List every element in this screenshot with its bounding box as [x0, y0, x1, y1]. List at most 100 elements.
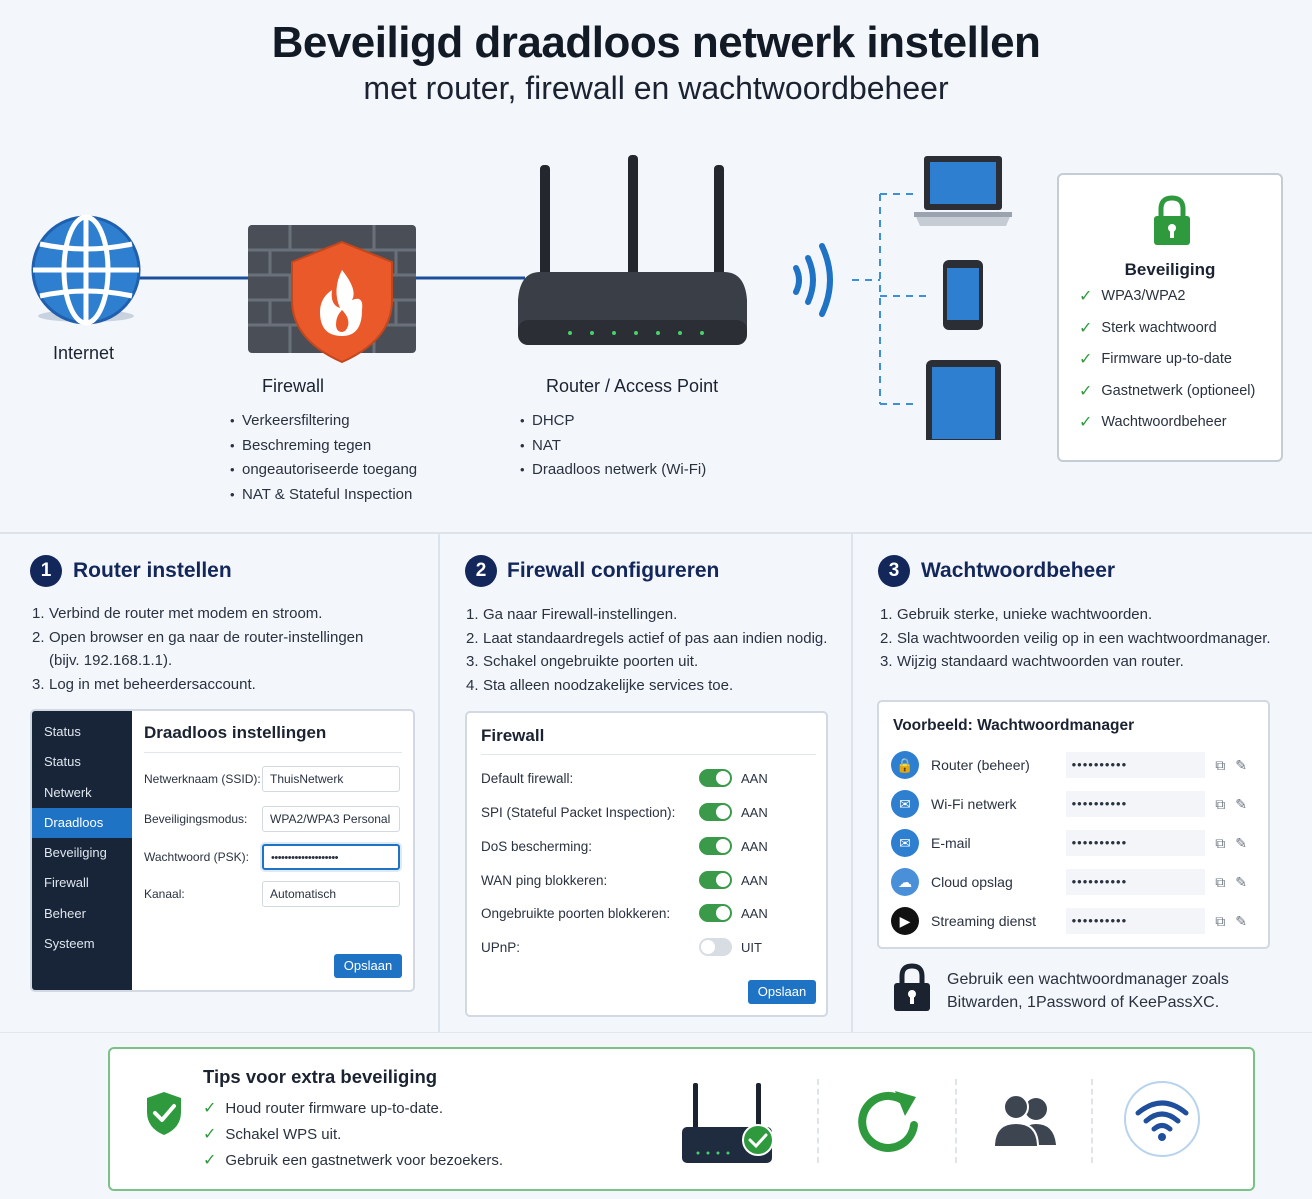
step-title: Firewall configureren — [507, 559, 720, 582]
tips-box: Tips voor extra beveiliging ✓Houd router… — [108, 1047, 1255, 1191]
step-badge: 1 — [30, 555, 62, 587]
list-item: NAT & Stateful Inspection — [230, 483, 417, 508]
upnp-row: UPnP: UIT — [481, 938, 762, 956]
shield-check-icon — [147, 1092, 181, 1135]
security-mode-row: Beveiligingsmodus: WPA2/WPA3 Personal — [144, 806, 400, 832]
list-item: 3.Wijzig standaard wachtwoorden van rout… — [880, 653, 1184, 670]
list-item: ✓Schakel WPS uit. — [203, 1126, 342, 1143]
router-settings-panel: Status Status Netwerk Draadloos Beveilig… — [30, 709, 415, 992]
nav-item-firewall[interactable]: Firewall — [44, 875, 89, 891]
wifi-icon — [1124, 1081, 1200, 1157]
password-entry-email[interactable]: ✉ E-mail •••••••••• ⧉✎ — [891, 826, 1257, 860]
password-entry-streaming[interactable]: ▶ Streaming dienst •••••••••• ⧉✎ — [891, 904, 1257, 938]
step-title: Router instellen — [73, 559, 232, 582]
network-diagram — [31, 155, 1012, 440]
list-item: NAT — [520, 434, 706, 459]
check-icon: ✓ — [1079, 288, 1093, 305]
password-input[interactable]: •••••••••••••••••••• — [262, 844, 400, 870]
toggle-switch[interactable] — [699, 938, 732, 956]
save-button[interactable]: Opslaan — [748, 980, 816, 1004]
step-list: 1.Ga naar Firewall-instellingen. 2.Laat … — [466, 603, 836, 697]
router-check-icon — [682, 1083, 774, 1163]
mail-icon: ✉ — [891, 829, 919, 857]
security-mode-select[interactable]: WPA2/WPA3 Personal — [262, 806, 400, 832]
lock-icon: 🔒 — [891, 751, 919, 779]
section-divider — [0, 1032, 1312, 1033]
divider — [817, 1079, 819, 1163]
list-item: ✓Firmware up-to-date — [1079, 351, 1232, 368]
check-icon: ✓ — [1079, 382, 1093, 400]
list-item: 1.Ga naar Firewall-instellingen. — [466, 606, 678, 623]
channel-row: Kanaal: Automatisch — [144, 881, 400, 907]
password-manager-note: Gebruik een wachtwoordmanager zoals Bitw… — [947, 971, 1229, 1011]
toggle-switch[interactable] — [699, 803, 732, 821]
password-row: Wachtwoord (PSK): •••••••••••••••••••• — [144, 844, 400, 870]
check-icon: ✓ — [203, 1126, 217, 1143]
list-item: 2.Open browser en ga naar de router-inst… — [32, 628, 364, 670]
security-items: ✓WPA3/WPA2 ✓Sterk wachtwoord ✓Firmware u… — [1079, 288, 1255, 446]
password-entry-router[interactable]: 🔒 Router (beheer) •••••••••• ⧉✎ — [891, 748, 1257, 782]
nav-item-beveiliging[interactable]: Beveiliging — [44, 845, 107, 861]
list-item: 1.Verbind de router met modem en stroom. — [32, 605, 323, 622]
nav-item-status-header[interactable]: Status — [44, 724, 81, 739]
router-icon — [518, 155, 747, 345]
security-title: Beveiliging — [1124, 260, 1216, 279]
copy-edit-icons[interactable]: ⧉✎ — [1215, 795, 1257, 812]
list-item: 4.Sta alleen noodzakelijke services toe. — [466, 676, 734, 694]
toggle-switch[interactable] — [699, 871, 732, 889]
nav-item-status[interactable]: Status — [44, 754, 81, 770]
copy-edit-icons[interactable]: ⧉✎ — [1215, 912, 1257, 929]
users-icon — [992, 1094, 1056, 1148]
lock-icon — [1154, 195, 1190, 245]
divider — [1091, 1079, 1093, 1163]
divider — [481, 754, 816, 755]
nav-item-draadloos[interactable]: Draadloos — [32, 807, 132, 839]
panel-title: Draadloos instellingen — [144, 723, 327, 742]
save-button[interactable]: Opslaan — [334, 954, 402, 978]
list-item: ✓Gebruik een gastnetwerk voor bezoekers. — [203, 1152, 504, 1169]
firewall-settings-panel: Firewall Default firewall: AAN SPI (Stat… — [465, 711, 828, 1017]
step-list: 1.Gebruik sterke, unieke wachtwoorden. 2… — [880, 603, 1280, 674]
toggle-switch[interactable] — [699, 904, 732, 922]
laptop-icon — [914, 156, 1012, 226]
wifi-signal-icon — [793, 243, 833, 317]
router-nav: Status Status Netwerk Draadloos Beveilig… — [32, 711, 132, 990]
copy-edit-icons[interactable]: ⧉✎ — [1215, 834, 1257, 851]
ssid-input[interactable]: ThuisNetwerk — [262, 766, 400, 792]
cloud-icon: ☁ — [891, 868, 919, 896]
router-label: Router / Access Point — [546, 376, 719, 396]
check-icon: ✓ — [1079, 319, 1093, 337]
check-icon: ✓ — [203, 1152, 217, 1169]
channel-select[interactable]: Automatisch — [262, 881, 400, 907]
copy-edit-icons[interactable]: ⧉✎ — [1215, 873, 1257, 890]
nav-item-systeem[interactable]: Systeem — [44, 936, 95, 952]
check-icon: ✓ — [203, 1100, 217, 1117]
password-entry-wifi[interactable]: ✉ Wi-Fi netwerk •••••••••• ⧉✎ — [891, 787, 1257, 821]
list-item: ✓Wachtwoordbeheer — [1079, 414, 1227, 431]
toggle-switch[interactable] — [699, 837, 732, 855]
step-title: Wachtwoordbeheer — [921, 559, 1116, 582]
list-item: DHCP — [520, 409, 706, 434]
copy-edit-icons[interactable]: ⧉✎ — [1215, 756, 1257, 773]
list-item: Beschreming tegen — [230, 434, 417, 459]
page-subtitle: met router, firewall en wachtwoordbeheer — [363, 70, 949, 106]
refresh-icon — [858, 1091, 918, 1152]
page-title: Beveiligd draadloos netwerk instellen — [271, 18, 1041, 67]
list-item: ✓Sterk wachtwoord — [1079, 319, 1217, 337]
step-list: 1.Verbind de router met modem en stroom.… — [32, 602, 382, 696]
toggle-switch[interactable] — [699, 769, 732, 787]
internet-label: Internet — [53, 343, 115, 363]
default-firewall-row: Default firewall: AAN — [481, 769, 768, 787]
firewall-label: Firewall — [262, 376, 325, 396]
panel-title: Firewall — [481, 726, 545, 745]
nav-item-beheer[interactable]: Beheer — [44, 905, 86, 921]
phone-icon — [943, 260, 983, 330]
wifi-icon: ✉ — [891, 790, 919, 818]
password-entry-cloud[interactable]: ☁ Cloud opslag •••••••••• ⧉✎ — [891, 865, 1257, 899]
dos-row: DoS bescherming: AAN — [481, 837, 768, 855]
unused-ports-row: Ongebruikte poorten blokkeren: AAN — [481, 904, 768, 922]
firewall-bullets: Verkeersfiltering Beschreming tegen onge… — [230, 409, 417, 507]
nav-item-netwerk[interactable]: Netwerk — [44, 784, 92, 800]
column-divider — [851, 534, 853, 1032]
list-item: ✓Gastnetwerk (optioneel) — [1079, 382, 1256, 400]
